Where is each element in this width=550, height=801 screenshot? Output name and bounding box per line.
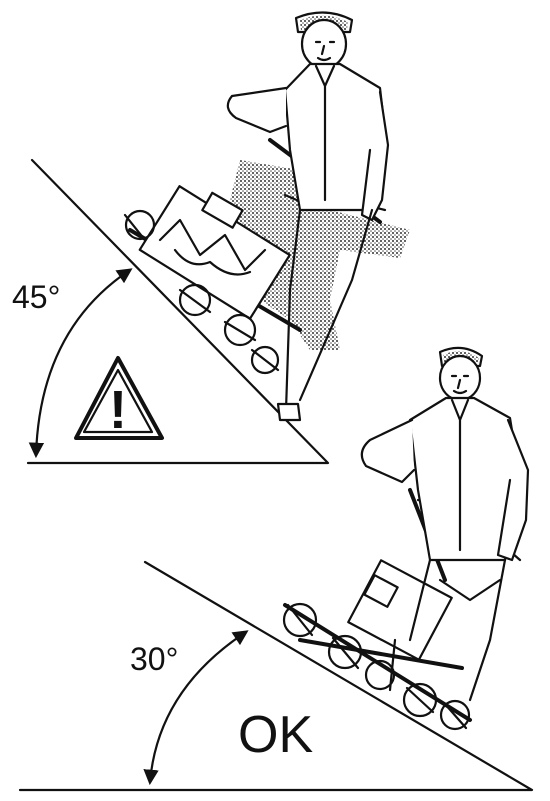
safe-angle-arc <box>143 630 249 786</box>
steep-slope-line <box>26 158 330 465</box>
steep-angle-label: 45° <box>12 279 60 315</box>
ok-label: OK <box>238 706 313 764</box>
safe-slope-line <box>18 560 534 792</box>
steep-angle-arc <box>28 268 133 459</box>
steep-slope-scene: 45° ! <box>12 11 410 465</box>
safe-slope-scene: 30° OK <box>18 346 534 792</box>
svg-text:!: ! <box>109 380 127 440</box>
safe-tiller <box>282 488 522 731</box>
warning-icon: ! <box>74 356 164 440</box>
tipping-shadow <box>230 160 410 350</box>
safe-operator <box>360 346 530 702</box>
steep-operator <box>226 11 390 422</box>
safe-angle-label: 30° <box>130 641 178 677</box>
